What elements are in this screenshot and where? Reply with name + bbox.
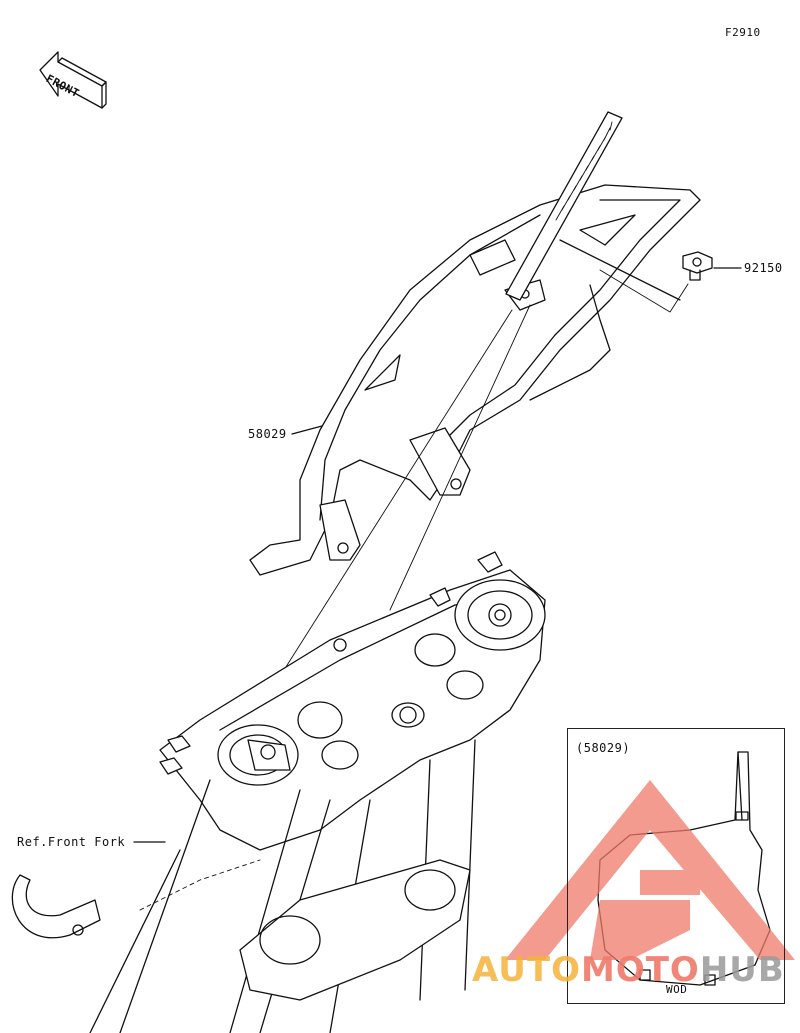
figure-code: F2910 <box>725 26 761 39</box>
watermark-text: AUTOMOTOHUB <box>472 950 785 990</box>
hand-guard-part <box>249 184 701 576</box>
reference-line-right <box>389 304 531 611</box>
reference-line-left <box>264 309 513 701</box>
watermark-logo-icon <box>505 780 795 960</box>
front-fork-part <box>11 739 476 1033</box>
guard-leader-line <box>291 425 323 435</box>
watermark-part1: AUTO <box>472 950 581 990</box>
watermark-part2: MOTO <box>580 950 700 990</box>
callout-bolt-number[interactable]: 92150 <box>744 261 783 275</box>
inset-part-reference[interactable]: (58029) <box>576 741 631 755</box>
bolt-position-line <box>599 269 689 313</box>
front-arrow-icon <box>39 51 107 109</box>
watermark-part3: HUB <box>699 950 785 990</box>
handlebar-part <box>505 111 623 301</box>
callout-guard-number[interactable]: 58029 <box>248 427 287 441</box>
bolt-92150-icon <box>682 251 713 281</box>
inset-variant-label: WOD <box>666 983 688 996</box>
callout-fork-reference[interactable]: Ref.Front Fork <box>17 835 126 849</box>
inset-frame: (58029) WOD <box>567 728 785 1004</box>
triple-clamp-part <box>159 551 546 851</box>
